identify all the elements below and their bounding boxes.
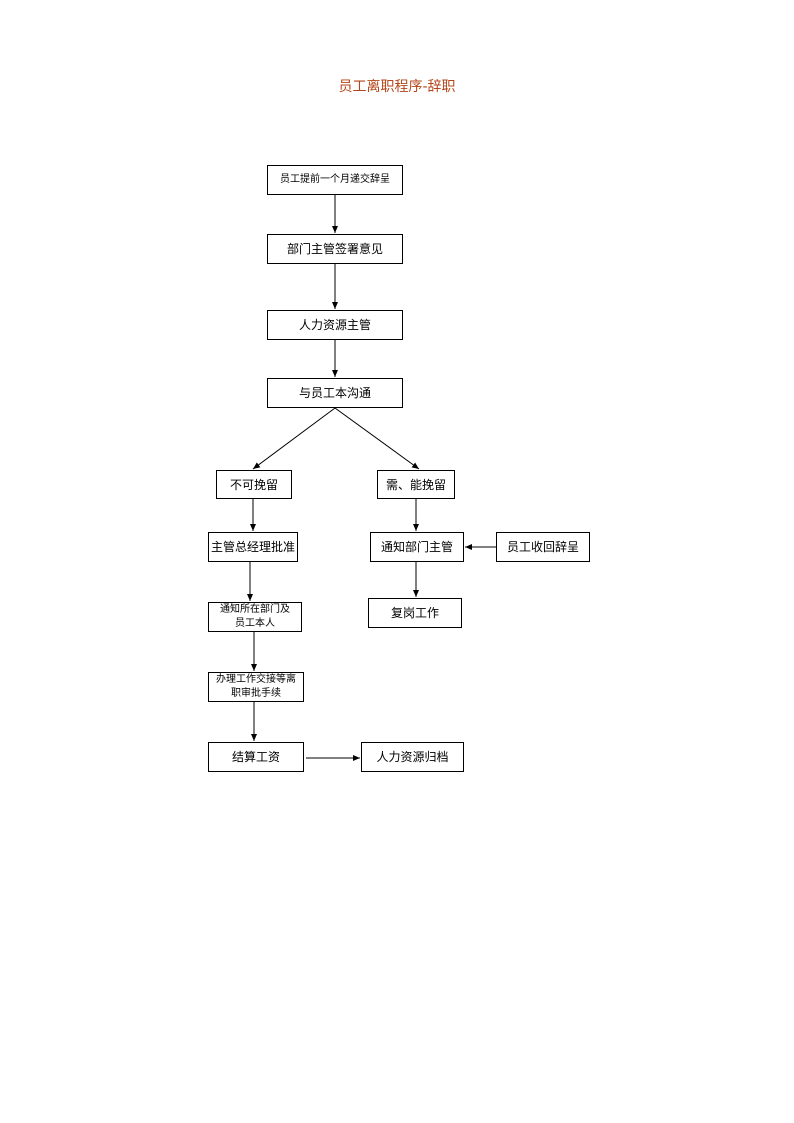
node-label: 需、能挽留 (385, 477, 446, 492)
node-label: 不可挽留 (229, 477, 278, 492)
arrow-communicate-to-cannot-retain (252, 407, 336, 470)
node-label: 主管总经理批准 (210, 540, 295, 554)
node-label: 人力资源主管 (298, 318, 371, 332)
node-label: 通知部门主管 (380, 540, 453, 554)
node-label: 结算工资 (231, 750, 280, 764)
node-label-line-2: 职审批手续 (231, 688, 281, 699)
page-title: 员工离职程序-辞职 (338, 79, 456, 95)
node-label: 人力资源归档 (376, 750, 449, 764)
arrow-communicate-to-need-retain (334, 407, 420, 470)
node-label: 与员工本沟通 (298, 386, 371, 400)
node-label: 员工提前一个月递交辞呈 (280, 174, 390, 185)
node-label: 部门主管签署意见 (286, 242, 383, 256)
node-cannot-retain: 不可挽留 (216, 470, 292, 499)
node-settle-pay: 结算工资 (208, 742, 304, 772)
node-dept-sign: 部门主管签署意见 (267, 234, 403, 264)
node-notify-all: 通知所在部门及 员工本人 (208, 602, 302, 632)
node-label-line-2: 员工本人 (235, 618, 275, 629)
node-communicate: 与员工本沟通 (267, 378, 403, 408)
node-label: 复岗工作 (390, 606, 439, 620)
node-withdraw-resignation: 员工收回辞呈 (496, 532, 590, 562)
node-notify-dept: 通知部门主管 (370, 532, 464, 562)
node-label-line-1: 通知所在部门及 (220, 604, 290, 615)
node-resume-work: 复岗工作 (368, 598, 462, 628)
node-label-line-1: 办理工作交接等离 (216, 674, 296, 685)
node-hr-manager: 人力资源主管 (267, 310, 403, 340)
node-submit-resignation: 员工提前一个月递交辞呈 (267, 165, 403, 195)
node-gm-approve: 主管总经理批准 (208, 532, 298, 562)
node-handover: 办理工作交接等离 职审批手续 (208, 672, 304, 702)
node-need-retain: 需、能挽留 (377, 470, 455, 499)
node-hr-archive: 人力资源归档 (361, 742, 464, 772)
node-label: 员工收回辞呈 (506, 540, 579, 554)
